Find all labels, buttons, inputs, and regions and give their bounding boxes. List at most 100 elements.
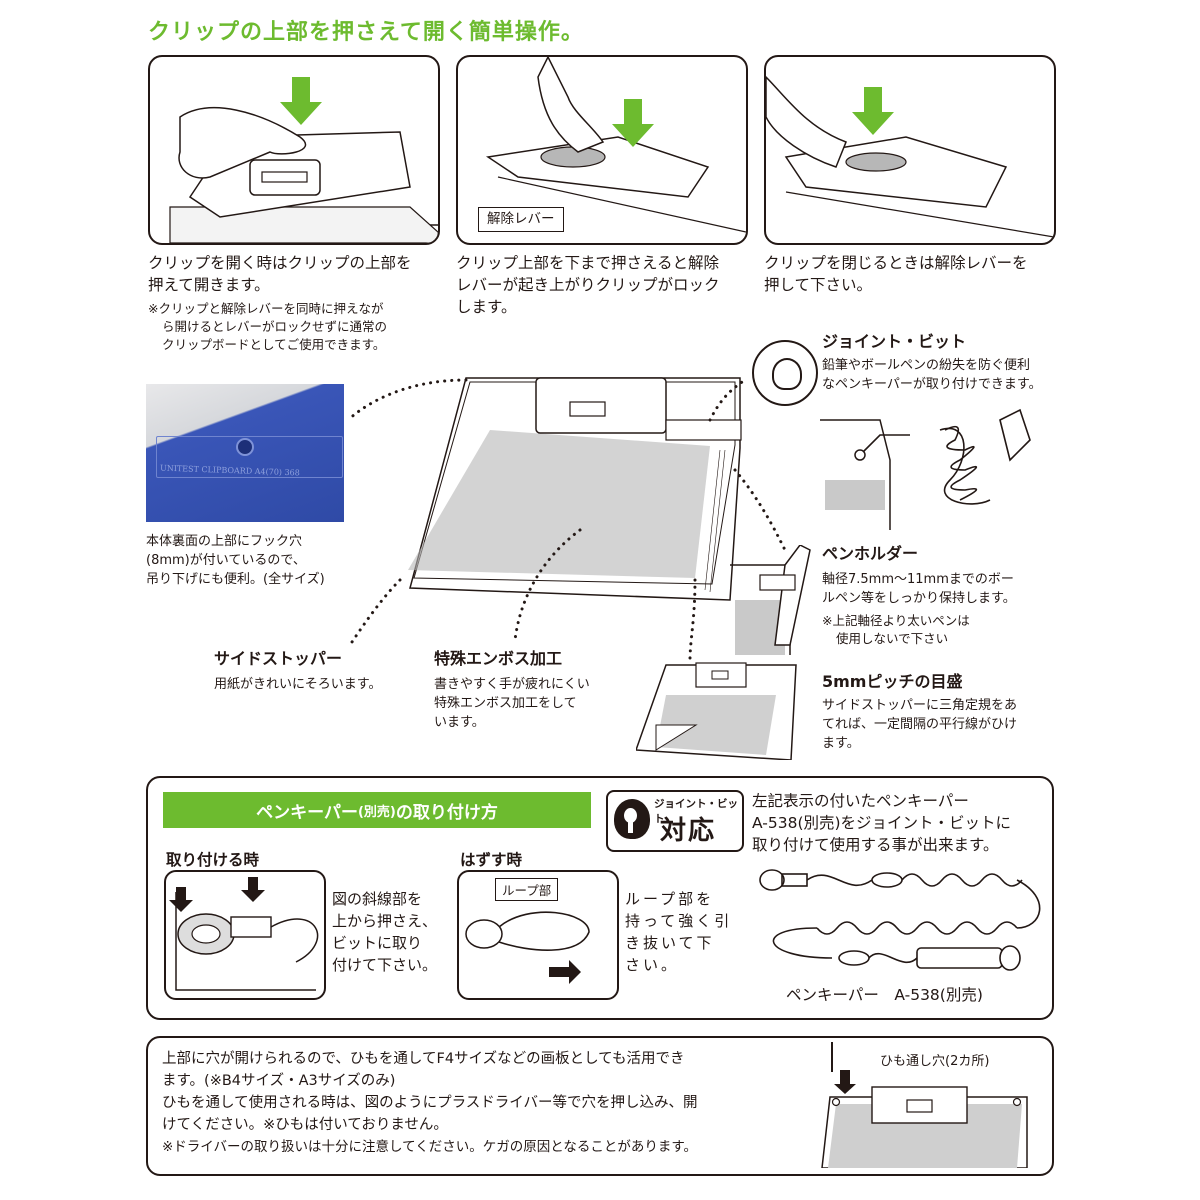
feature-line: なペンキーパーが取り付けできます。 <box>822 377 1042 392</box>
attach-title: 取り付ける時 <box>166 851 260 869</box>
instruction-line: ループ部を <box>625 890 715 908</box>
text-line: 本体裏面の上部にフック穴 <box>146 534 303 549</box>
arrow-down-icon <box>852 87 894 135</box>
step3-illustration <box>764 55 1056 245</box>
instruction-line: 持って強く引 <box>625 912 733 930</box>
step3-caption: クリップを閉じるときは解除レバーを 押して下さい。 <box>764 252 1064 296</box>
attach-illustration <box>164 870 326 1000</box>
text-line: 吊り下げにも便利。(全サイズ) <box>146 572 325 587</box>
string-hole-drawing <box>821 1042 1028 1168</box>
bottom-line: ます。(※B4サイズ・A3サイズのみ) <box>162 1073 396 1089</box>
header-small: (別売) <box>357 804 396 820</box>
caption-line: 押して下さい。 <box>764 276 873 294</box>
pen-keeper-description: 左記表示の付いたペンキーパー A-538(別売)をジョイント・ビットに 取り付け… <box>752 790 1052 856</box>
step1-drawing <box>169 77 438 243</box>
joint-bit-badge: ジョイント・ビット 対応 <box>606 790 744 852</box>
header-suffix: の取り付け方 <box>395 802 498 823</box>
badge-top-text: ジョイント・ビット <box>654 798 738 825</box>
arrow-right-icon <box>549 960 581 984</box>
feature-title: ジョイント・ビット <box>822 332 967 351</box>
step3-drawing <box>766 75 1054 238</box>
instruction-line: 図の斜線部を <box>332 890 423 908</box>
feature-title: サイドストッパー <box>214 649 343 668</box>
note-line: クリップボードとしてご使用できます。 <box>162 337 386 352</box>
instruction-line: ビットに取り <box>332 934 423 952</box>
instruction-line: 上から押さえ、 <box>332 912 438 930</box>
arrow-down-icon <box>834 1070 856 1094</box>
bottom-line: 上部に穴が開けられるので、ひもを通してF4サイズなどの画板としても活用でき <box>162 1051 685 1067</box>
hook-hole-photo: UNITEST CLIPBOARD A4(70) 368 <box>146 384 344 522</box>
feature-title: 5mmピッチの目盛 <box>822 672 963 691</box>
feature-line: 軸径7.5mm～11mmまでのボー <box>822 572 1014 587</box>
desc-line: 左記表示の付いたペンキーパー <box>752 792 969 810</box>
feature-note: ※上記軸径より太いペンは <box>822 613 970 628</box>
pen-holder-feature: ペンホルダー 軸径7.5mm～11mmまでのボー ルペン等をしっかり保持します。… <box>822 540 1072 648</box>
feature-line: 用紙がきれいにそろいます。 <box>214 677 382 692</box>
arrow-down-icon <box>612 99 654 147</box>
feature-title: ペンホルダー <box>822 544 919 563</box>
arrow-down-icon <box>280 77 322 125</box>
emboss-feature: 特殊エンボス加工 書きやすく手が疲れにくい 特殊エンボス加工をして います。 <box>434 645 654 732</box>
feature-title: 特殊エンボス加工 <box>434 649 563 668</box>
bottom-note: ※ドライバーの取り扱いは十分に注意してください。ケガの原因となることがあります。 <box>162 1139 697 1155</box>
loop-label: ループ部 <box>495 878 559 901</box>
feature-line: ルペン等をしっかり保持します。 <box>822 591 1016 606</box>
feature-line: てれば、一定間隔の平行線がひけ <box>822 717 1018 732</box>
feature-line: います。 <box>434 715 485 730</box>
step2-illustration: 解除レバー <box>456 55 748 245</box>
attach-drawing <box>169 877 319 991</box>
joint-bit-icon <box>752 340 818 406</box>
caption-line: します。 <box>456 298 517 316</box>
caption-line: 押えて開きます。 <box>148 276 270 294</box>
attach-instructions: 図の斜線部を 上から押さえ、 ビットに取り 付けて下さい。 <box>332 888 442 976</box>
instruction-line: き抜いて下 <box>625 934 715 952</box>
feature-line: 特殊エンボス加工をして <box>434 696 577 711</box>
remove-instructions: ループ部を 持って強く引 き抜いて下 さい。 <box>625 888 735 976</box>
step2-caption: クリップ上部を下まで押さえると解除 レバーが起き上がりクリップがロック します。 <box>456 252 756 318</box>
joint-bit-badge-icon <box>614 799 650 839</box>
bottom-text: 上部に穴が開けられるので、ひもを通してF4サイズなどの画板としても活用でき ます… <box>162 1048 802 1158</box>
caption-line: クリップ上部を下まで押さえると解除 <box>456 254 720 272</box>
step1-illustration <box>148 55 440 245</box>
hook-hole-icon <box>236 438 254 456</box>
release-lever-label: 解除レバー <box>478 207 564 232</box>
note-line: ※クリップと解除レバーを同時に押えなが <box>148 301 384 316</box>
instruction-line: さい。 <box>625 956 680 974</box>
page-title: クリップの上部を押さえて開く簡単操作。 <box>148 20 584 45</box>
scale-drawing <box>636 662 797 760</box>
bottom-line: けてください。※ひもは付いておりません。 <box>162 1117 448 1133</box>
arrow-down-icon <box>169 887 193 912</box>
pen-holder-drawing <box>730 545 811 655</box>
badge-main-text: 対応 <box>660 816 717 846</box>
note-line: ら開けるとレバーがロックせずに通常の <box>162 319 388 334</box>
pen-keeper-panel <box>146 776 1054 1020</box>
remove-illustration: ループ部 <box>457 870 619 1000</box>
side-stopper-feature: サイドストッパー 用紙がきれいにそろいます。 <box>214 645 434 694</box>
hole-label: ひも通し穴(2カ所) <box>880 1054 990 1069</box>
arrow-down-icon <box>241 877 265 902</box>
header-text: ペンキーパー <box>256 802 358 823</box>
feature-line: 鉛筆やボールペンの紛失を防ぐ便利 <box>822 358 1031 373</box>
caption-line: クリップを閉じるときは解除レバーを <box>764 254 1028 272</box>
bottom-line: ひもを通して使用される時は、図のようにプラスドライバー等で穴を押し込み、開 <box>162 1095 698 1111</box>
pen-keeper-product-caption: ペンキーパー A-538(別売) <box>786 986 983 1004</box>
desc-line: 取り付けて使用する事が出来ます。 <box>752 836 999 854</box>
hook-hole-text: 本体裏面の上部にフック穴 (8mm)が付いているので、 吊り下げにも便利。(全サ… <box>146 532 366 589</box>
scale-feature: 5mmピッチの目盛 サイドストッパーに三角定規をあ てれば、一定間隔の平行線がひ… <box>822 668 1072 753</box>
pen-keeper-attached-drawing <box>820 408 1031 530</box>
text-line: (8mm)が付いているので、 <box>146 553 306 568</box>
joint-bit-feature: ジョイント・ビット 鉛筆やボールペンの紛失を防ぐ便利 なペンキーパーが取り付けで… <box>822 328 1072 394</box>
desc-line: A-538(別売)をジョイント・ビットに <box>752 814 1012 832</box>
feature-line: 書きやすく手が疲れにくい <box>434 677 590 692</box>
instruction-line: 付けて下さい。 <box>332 956 438 974</box>
feature-line: サイドストッパーに三角定規をあ <box>822 698 1018 713</box>
caption-line: クリップを開く時はクリップの上部を <box>148 254 412 272</box>
pen-keeper-product-drawing <box>759 869 1041 971</box>
step1-caption: クリップを開く時はクリップの上部を 押えて開きます。 ※クリップと解除レバーを同… <box>148 252 448 354</box>
pen-keeper-header: ペンキーパー(別売)の取り付け方 <box>163 792 591 828</box>
feature-line: ます。 <box>822 736 860 751</box>
bottom-panel <box>146 1036 1054 1176</box>
step2-drawing <box>485 57 746 233</box>
caption-line: レバーが起き上がりクリップがロック <box>456 276 720 294</box>
clipboard-main-drawing <box>346 377 787 662</box>
